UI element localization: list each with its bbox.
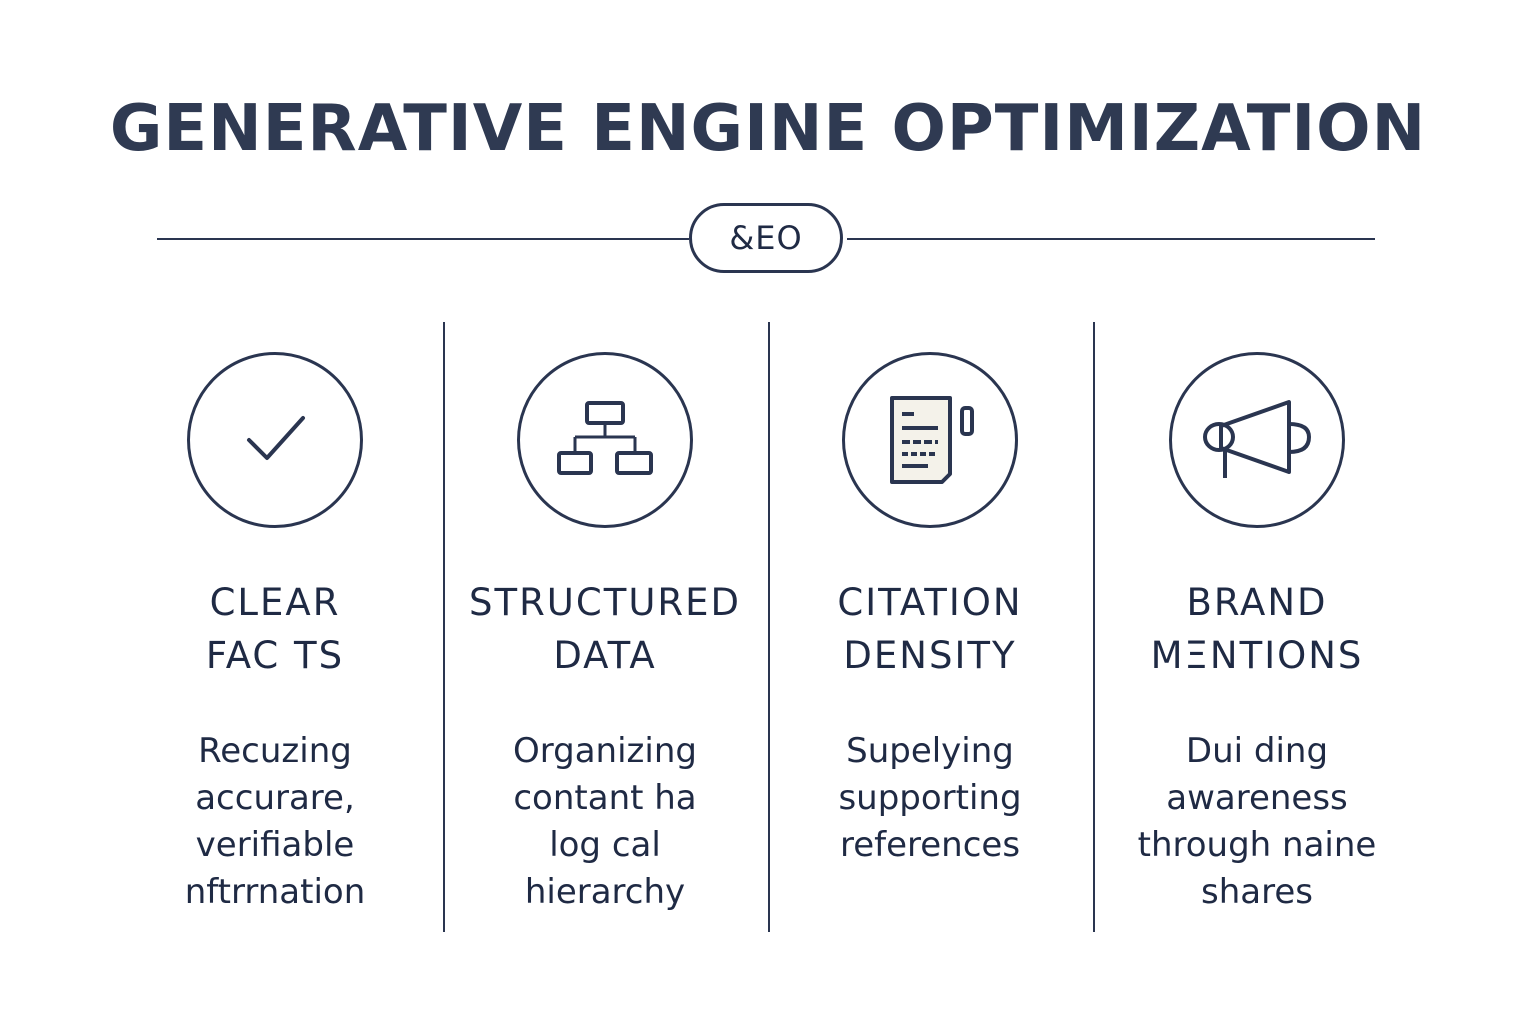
checkmark-icon [187,352,363,528]
feature-heading: CITATION DENSITY [837,581,1023,677]
megaphone-icon [1169,352,1345,528]
document-icon [842,352,1018,528]
column-divider [443,322,445,932]
hierarchy-icon [517,352,693,528]
feature-citation-density: CITATION DENSITY Supelying supporting re… [780,352,1080,869]
feature-description: Supelying supporting references [838,731,1022,865]
feature-heading: STRUCTURED DATA [469,581,741,677]
page-title: GENERATIVE ENGINE OPTIMIZATION [109,92,1427,166]
column-divider [1093,322,1095,932]
feature-clear-facts: CLEAR FAC TS Recuzing accurare, verifiab… [125,352,425,916]
feature-structured-data: STRUCTURED DATA Organizing contant ha lo… [455,352,755,916]
column-divider [768,322,770,932]
feature-heading: CLEAR FAC TS [205,581,345,677]
feature-description: Recuzing accurare, verifiable nftrrnatio… [184,731,366,912]
feature-description: Organizing contant ha log cal hierarchy [513,731,697,912]
divider-line-right [847,238,1375,240]
geo-badge: &EO [689,203,843,273]
feature-heading: BRAND MΞNTIONS [1150,581,1364,677]
divider-line-left [157,238,689,240]
feature-description: Dui ding awareness through naine shares [1137,731,1377,912]
feature-brand-mentions: BRAND MΞNTIONS Dui ding awareness throug… [1107,352,1407,916]
